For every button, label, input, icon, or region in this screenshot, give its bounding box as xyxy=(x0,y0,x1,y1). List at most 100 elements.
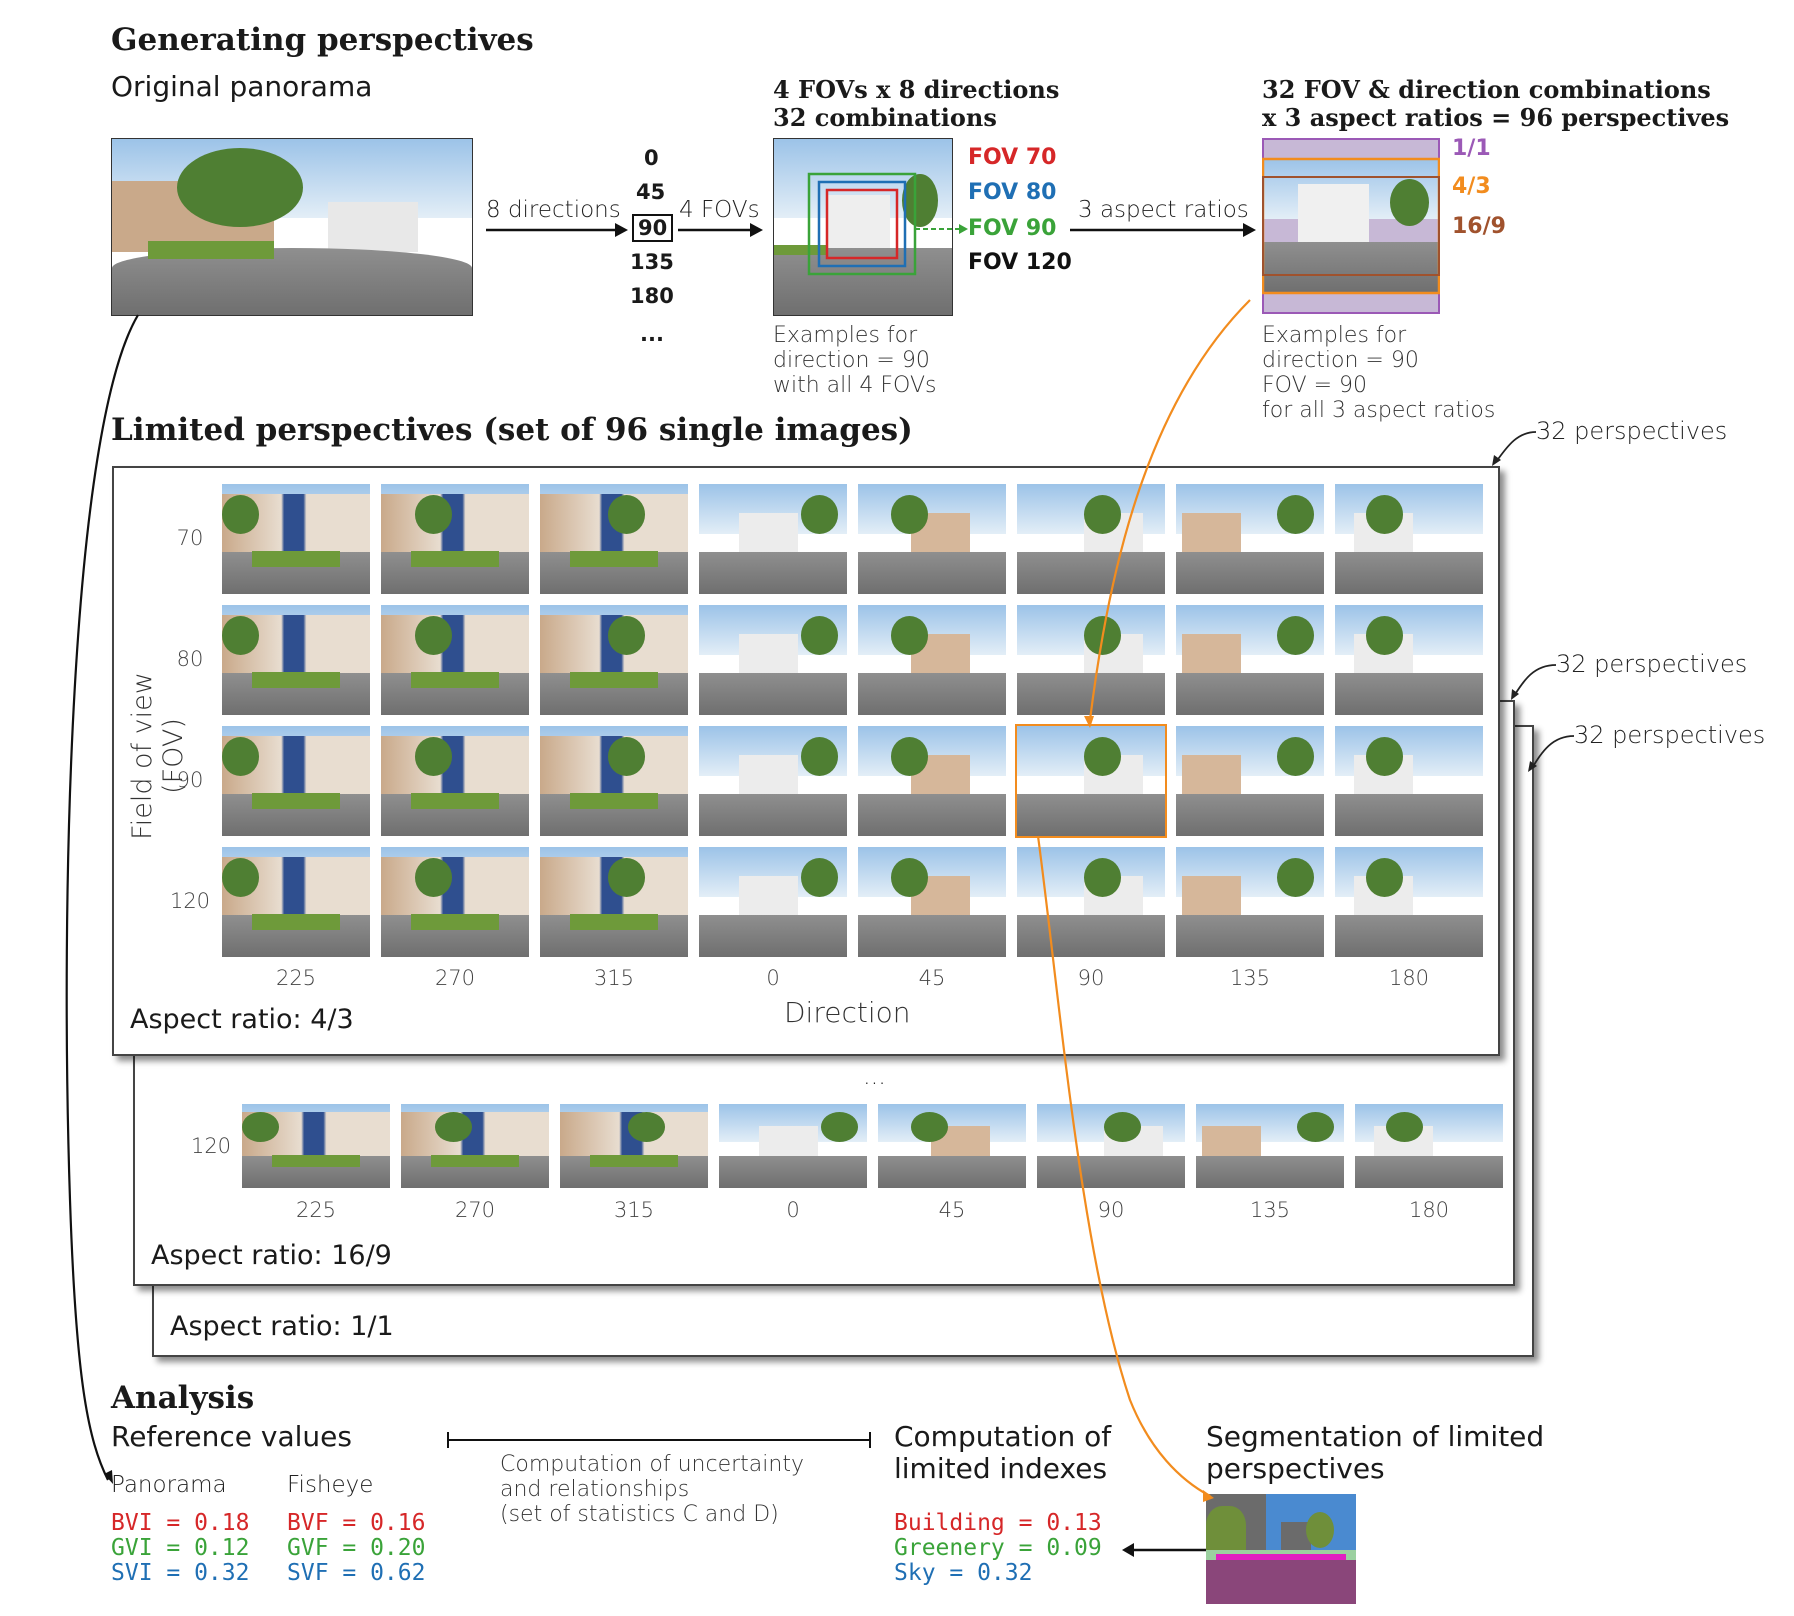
reference-values-title: Reference values xyxy=(111,1420,352,1453)
fov-caption-line2: direction = 90 xyxy=(773,348,930,373)
thumb169-dir225 xyxy=(242,1104,390,1188)
ar169-direction-tick-90: 90 xyxy=(1097,1198,1125,1222)
thumb-fov90-dir90 xyxy=(1015,724,1167,838)
fov-tick-120: 120 xyxy=(169,889,211,913)
cards-ellipsis: ... xyxy=(863,1062,886,1090)
direction-tick-315: 315 xyxy=(593,966,635,990)
fov-example-image xyxy=(773,138,953,316)
uncertainty-note-line1: Computation of uncertainty xyxy=(500,1452,804,1477)
fisheye-column-title: Fisheye xyxy=(287,1472,374,1498)
direction-tick-135: 135 xyxy=(1229,966,1271,990)
ar169-fov-120-label: 120 xyxy=(190,1134,232,1158)
ar169-direction-tick-180: 180 xyxy=(1408,1198,1450,1222)
direction-tick-225: 225 xyxy=(275,966,317,990)
fov-header-line1: 4 FOVs x 8 directions xyxy=(773,75,1060,104)
ar-label-16-9: 16/9 xyxy=(1452,214,1506,239)
limited-indexes-title-line1: Computation of xyxy=(894,1420,1112,1453)
thumb-fov70-dir315 xyxy=(540,484,688,594)
thumb-fov80-dir0 xyxy=(699,605,847,715)
fov-boxes xyxy=(807,172,968,276)
ar-boxes xyxy=(1262,138,1440,314)
direction-135: 135 xyxy=(630,250,674,274)
ar-caption-line2: direction = 90 xyxy=(1262,348,1419,373)
direction-0: 0 xyxy=(644,146,659,170)
ar43-label: Aspect ratio: 4/3 xyxy=(130,1004,354,1035)
note-32-perspectives-3: 32 perspectives xyxy=(1574,721,1766,749)
ar-header-line2: x 3 aspect ratios = 96 perspectives xyxy=(1262,103,1730,132)
ar169-direction-tick-225: 225 xyxy=(295,1198,337,1222)
fov-tick-90: 90 xyxy=(176,768,204,792)
note-32-perspectives-2: 32 perspectives xyxy=(1556,650,1748,678)
thumb169-dir270 xyxy=(401,1104,549,1188)
fisheye-gvf: GVF = 0.20 xyxy=(287,1535,426,1561)
ar-example-image xyxy=(1262,138,1440,314)
thumb-fov70-dir225 xyxy=(222,484,370,594)
thumb-fov70-dir0 xyxy=(699,484,847,594)
direction-45: 45 xyxy=(636,180,666,204)
ar11-label: Aspect ratio: 1/1 xyxy=(170,1311,394,1342)
panorama-bvi: BVI = 0.18 xyxy=(111,1510,250,1536)
fov-label-120: FOV 120 xyxy=(968,250,1072,275)
thumb-fov90-dir180 xyxy=(1335,726,1483,836)
fov-label-80: FOV 80 xyxy=(968,180,1057,205)
arrow-fovs-label: 4 FOVs xyxy=(679,197,760,223)
ar-label-4-3: 4/3 xyxy=(1452,174,1491,199)
thumb-fov120-dir135 xyxy=(1176,847,1324,957)
uncertainty-bracket xyxy=(447,1432,871,1448)
direction-90-highlight: 90 xyxy=(632,214,674,242)
direction-tick-270: 270 xyxy=(434,966,476,990)
ar169-label: Aspect ratio: 16/9 xyxy=(151,1240,392,1271)
limited-greenery: Greenery = 0.09 xyxy=(894,1535,1102,1561)
arrow-directions xyxy=(486,223,628,237)
thumb-fov70-dir270 xyxy=(381,484,529,594)
section-title-analysis: Analysis xyxy=(111,1380,255,1416)
segmentation-image xyxy=(1206,1494,1356,1604)
thumb-fov80-dir180 xyxy=(1335,605,1483,715)
thumb-fov80-dir270 xyxy=(381,605,529,715)
thumb-fov80-dir135 xyxy=(1176,605,1324,715)
ar-caption-line4: for all 3 aspect ratios xyxy=(1262,398,1496,423)
thumb-fov90-dir270 xyxy=(381,726,529,836)
thumb-fov80-dir45 xyxy=(858,605,1006,715)
thumb-fov90-dir0 xyxy=(699,726,847,836)
direction-tick-180: 180 xyxy=(1388,966,1430,990)
thumb-fov70-dir45 xyxy=(858,484,1006,594)
segmentation-title-line1: Segmentation of limited xyxy=(1206,1420,1545,1453)
panorama-gvi: GVI = 0.12 xyxy=(111,1535,250,1561)
ar169-direction-tick-315: 315 xyxy=(613,1198,655,1222)
section-title-limited: Limited perspectives (set of 96 single i… xyxy=(111,412,913,448)
segmentation-to-indexes-arrow xyxy=(1122,1543,1206,1557)
ar169-direction-tick-270: 270 xyxy=(454,1198,496,1222)
thumb-fov120-dir180 xyxy=(1335,847,1483,957)
ar169-direction-tick-45: 45 xyxy=(938,1198,966,1222)
limited-indexes-title-line2: limited indexes xyxy=(894,1452,1108,1485)
direction-tick-45: 45 xyxy=(918,966,946,990)
arrow-aspect-ratios xyxy=(1070,223,1256,237)
thumb169-dir45 xyxy=(878,1104,1026,1188)
fov-label-90: FOV 90 xyxy=(968,216,1057,241)
thumb169-dir0 xyxy=(719,1104,867,1188)
ar-caption-line1: Examples for xyxy=(1262,323,1407,348)
note-32-perspectives-1: 32 perspectives xyxy=(1536,417,1728,445)
thumb-fov120-dir270 xyxy=(381,847,529,957)
thumb-fov120-dir0 xyxy=(699,847,847,957)
thumb169-dir315 xyxy=(560,1104,708,1188)
thumb169-dir180 xyxy=(1355,1104,1503,1188)
panorama-column-title: Panorama xyxy=(111,1472,227,1498)
thumb169-dir135 xyxy=(1196,1104,1344,1188)
uncertainty-note-line2: and relationships xyxy=(500,1477,690,1502)
ar-header-line1: 32 FOV & direction combinations xyxy=(1262,75,1711,104)
fisheye-svf: SVF = 0.62 xyxy=(287,1560,426,1586)
thumb-fov120-dir225 xyxy=(222,847,370,957)
arrow-aspect-ratios-label: 3 aspect ratios xyxy=(1078,197,1249,223)
x-axis-label: Direction xyxy=(784,996,911,1029)
ar169-direction-tick-135: 135 xyxy=(1249,1198,1291,1222)
thumb-fov70-dir180 xyxy=(1335,484,1483,594)
fov-header-line2: 32 combinations xyxy=(773,103,997,132)
direction-tick-90: 90 xyxy=(1077,966,1105,990)
thumb-fov120-dir45 xyxy=(858,847,1006,957)
thumb-fov70-dir135 xyxy=(1176,484,1324,594)
panorama-svi: SVI = 0.32 xyxy=(111,1560,250,1586)
